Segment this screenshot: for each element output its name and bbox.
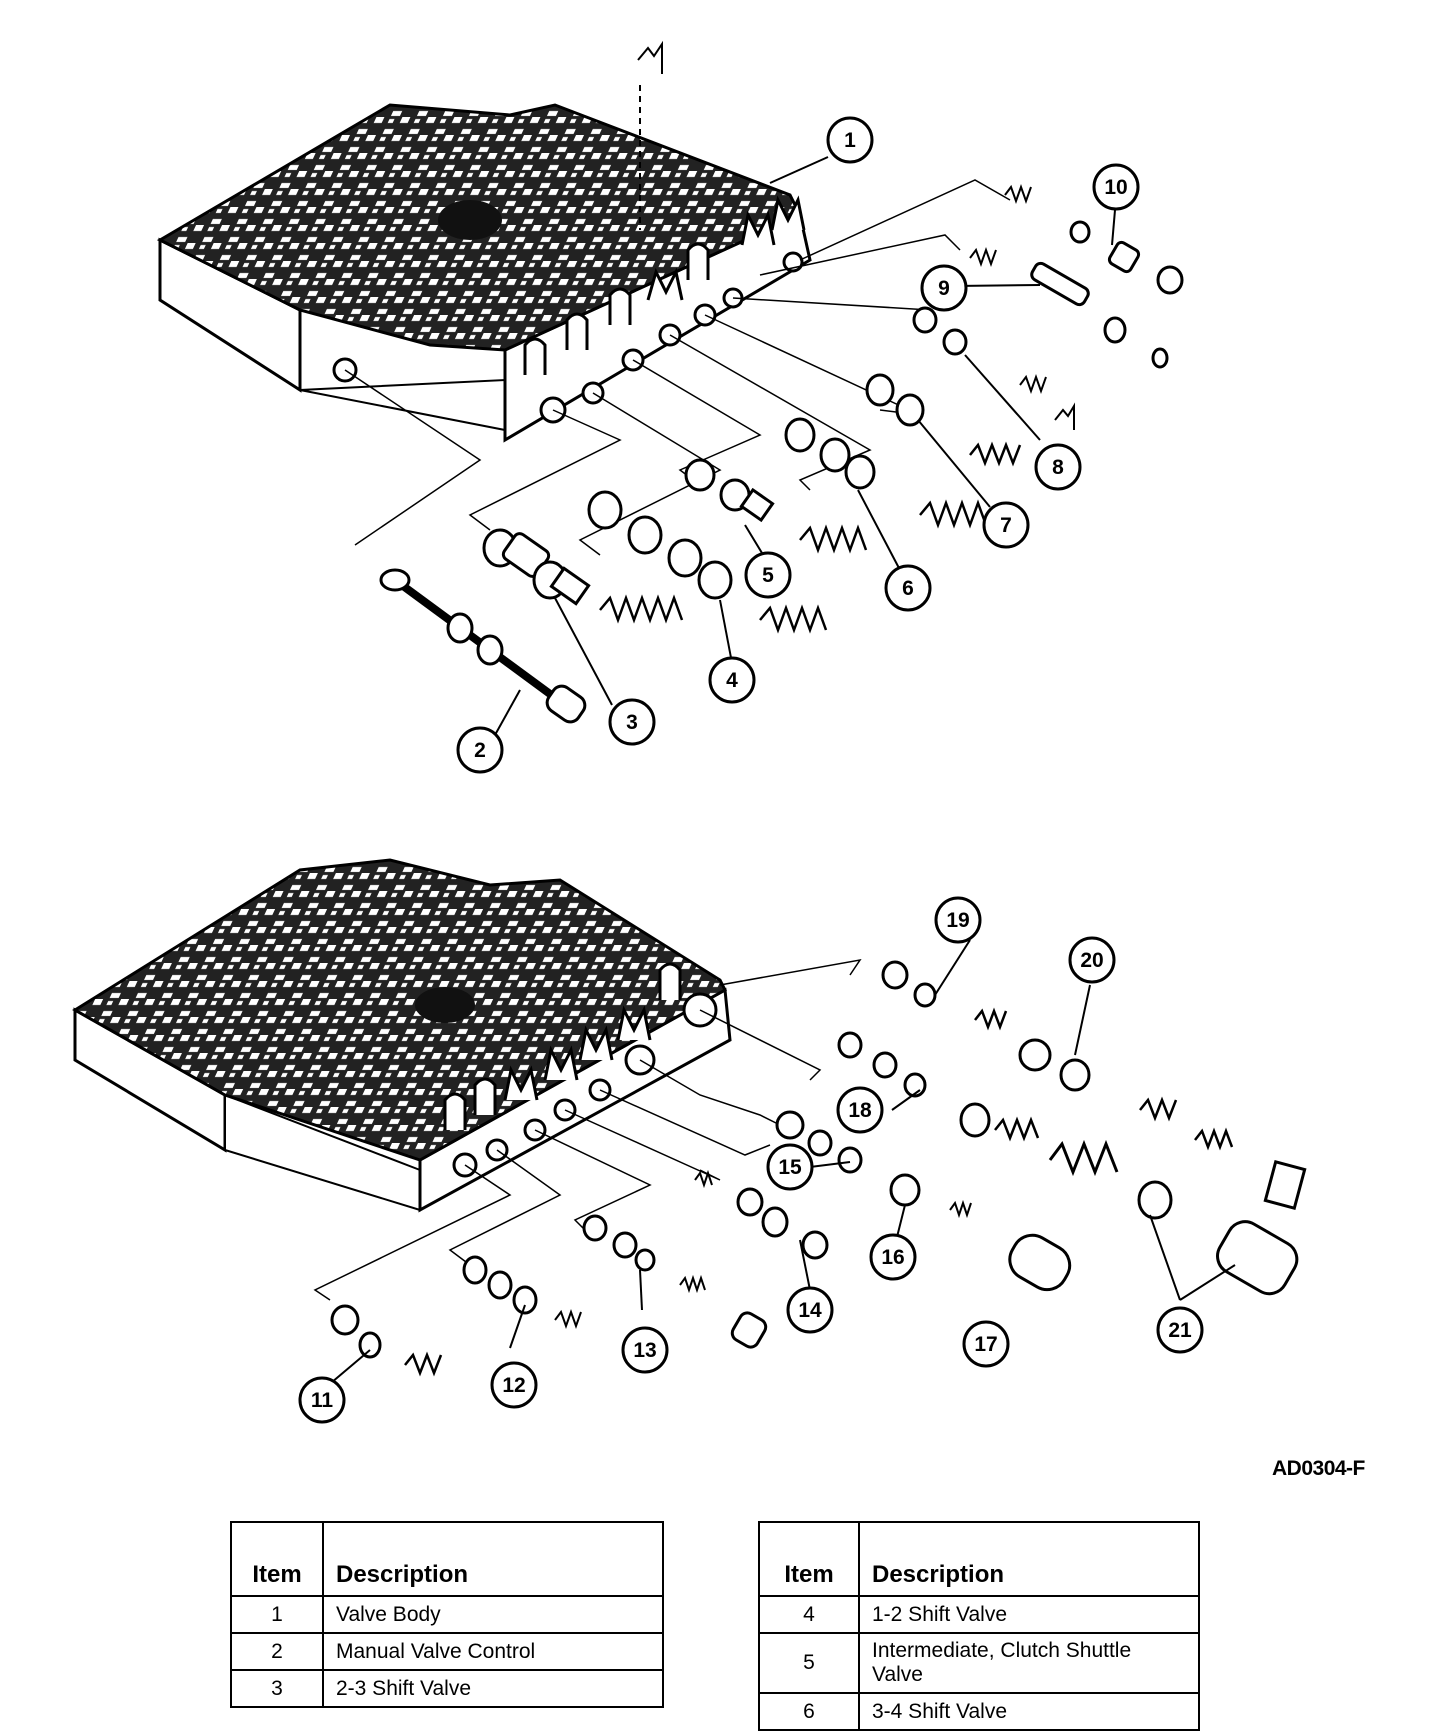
item-number: 2 xyxy=(230,1632,324,1671)
valve-11 xyxy=(330,1304,443,1377)
item-number: 3 xyxy=(230,1669,324,1708)
callout-14: 14 xyxy=(786,1286,834,1334)
valve-2-3 xyxy=(482,528,684,624)
callout-15: 15 xyxy=(766,1143,814,1191)
item-description: 2-3 Shift Valve xyxy=(322,1669,664,1708)
callout-number: 4 xyxy=(726,669,738,692)
valve-15 xyxy=(775,1110,863,1174)
upper-leader-lines xyxy=(344,179,1011,556)
valve-7 xyxy=(865,373,1022,467)
callout-number: 20 xyxy=(1080,949,1103,972)
callout-number: 16 xyxy=(881,1246,904,1269)
table-row: 1 Valve Body xyxy=(230,1595,664,1634)
lower-valve-parts xyxy=(330,960,1307,1377)
callout-number: 7 xyxy=(1000,514,1012,537)
upper-valve-body xyxy=(156,40,812,443)
valve-18 xyxy=(837,1031,1040,1142)
table-row: 4 1-2 Shift Valve xyxy=(758,1595,1200,1634)
valve-9 xyxy=(969,247,1169,369)
item-number: 4 xyxy=(758,1595,860,1634)
callout-13: 13 xyxy=(621,1326,669,1374)
legend-table-right: Item Description 4 1-2 Shift Valve 5 Int… xyxy=(758,1521,1200,1731)
valve-21 xyxy=(1048,1139,1299,1296)
lower-leader-lines xyxy=(313,958,862,1301)
callout-8: 8 xyxy=(1034,443,1082,491)
callout-number: 10 xyxy=(1104,176,1127,199)
callout-number: 1 xyxy=(844,129,856,152)
legend-table-left: Item Description 1 Valve Body 2 Manual V… xyxy=(230,1521,664,1708)
item-description: 3-4 Shift Valve xyxy=(858,1692,1200,1731)
table-row: 3 2-3 Shift Valve xyxy=(230,1669,664,1708)
item-number: 6 xyxy=(758,1692,860,1731)
item-number: 1 xyxy=(230,1595,324,1634)
manual-valve xyxy=(379,568,587,724)
callout-number: 12 xyxy=(502,1374,525,1397)
callout-3: 3 xyxy=(608,698,656,746)
valve-shuttle xyxy=(684,458,868,554)
item-description: Valve Body xyxy=(322,1595,664,1634)
callout-number: 13 xyxy=(633,1339,656,1362)
item-description: Intermediate, Clutch Shuttle Valve xyxy=(858,1632,1200,1694)
valve-8 xyxy=(912,306,1047,394)
valve-17 xyxy=(1008,1233,1072,1292)
callout-20: 20 xyxy=(1068,936,1116,984)
callout-11: 11 xyxy=(298,1376,346,1424)
callout-number: 6 xyxy=(902,577,914,600)
valve-3-4 xyxy=(784,417,988,529)
callout-21: 21 xyxy=(1156,1306,1204,1354)
callout-2: 2 xyxy=(456,726,504,774)
callout-19: 19 xyxy=(934,896,982,944)
valve-16 xyxy=(889,1173,972,1219)
column-header-item: Item xyxy=(758,1521,860,1597)
callout-number: 5 xyxy=(762,564,774,587)
callout-4: 4 xyxy=(708,656,756,704)
valve-12 xyxy=(462,1255,582,1329)
callout-number: 21 xyxy=(1168,1319,1192,1342)
callout-number: 17 xyxy=(974,1333,997,1356)
figure-code: AD0304-F xyxy=(1272,1457,1365,1480)
callout-16: 16 xyxy=(869,1233,917,1281)
callout-7: 7 xyxy=(982,501,1030,549)
callout-17: 17 xyxy=(962,1320,1010,1368)
callout-18: 18 xyxy=(836,1086,884,1134)
column-header-description: Description xyxy=(858,1521,1200,1597)
table-row: 5 Intermediate, Clutch Shuttle Valve xyxy=(758,1632,1200,1694)
lower-valve-body xyxy=(72,858,732,1213)
callout-number: 11 xyxy=(311,1389,334,1412)
callout-1: 1 xyxy=(826,116,874,164)
item-number: 5 xyxy=(758,1632,860,1694)
valve-10 xyxy=(1004,184,1184,295)
item-description: 1-2 Shift Valve xyxy=(858,1595,1200,1634)
callout-6: 6 xyxy=(884,564,932,612)
valve-13 xyxy=(582,1214,768,1349)
valve-20 xyxy=(1018,1038,1307,1211)
callout-number: 18 xyxy=(848,1099,872,1122)
table-row: 6 3-4 Shift Valve xyxy=(758,1692,1200,1731)
callout-12: 12 xyxy=(490,1361,538,1409)
callout-number: 8 xyxy=(1052,456,1064,479)
column-header-description: Description xyxy=(322,1521,664,1597)
callout-number: 3 xyxy=(626,711,638,734)
callout-9: 9 xyxy=(920,264,968,312)
valve-1-2 xyxy=(587,490,828,634)
callout-number: 19 xyxy=(946,909,969,932)
valve-19 xyxy=(881,960,1008,1031)
callout-number: 2 xyxy=(474,739,486,762)
item-description: Manual Valve Control xyxy=(322,1632,664,1671)
callout-number: 9 xyxy=(938,277,950,300)
upper-valve-parts xyxy=(379,184,1184,724)
callout-5: 5 xyxy=(744,551,792,599)
callout-number: 14 xyxy=(798,1299,822,1322)
column-header-item: Item xyxy=(230,1521,324,1597)
callout-number: 15 xyxy=(778,1156,802,1179)
table-row: 2 Manual Valve Control xyxy=(230,1632,664,1671)
callout-10: 10 xyxy=(1092,163,1140,211)
valve-14 xyxy=(694,1169,829,1260)
